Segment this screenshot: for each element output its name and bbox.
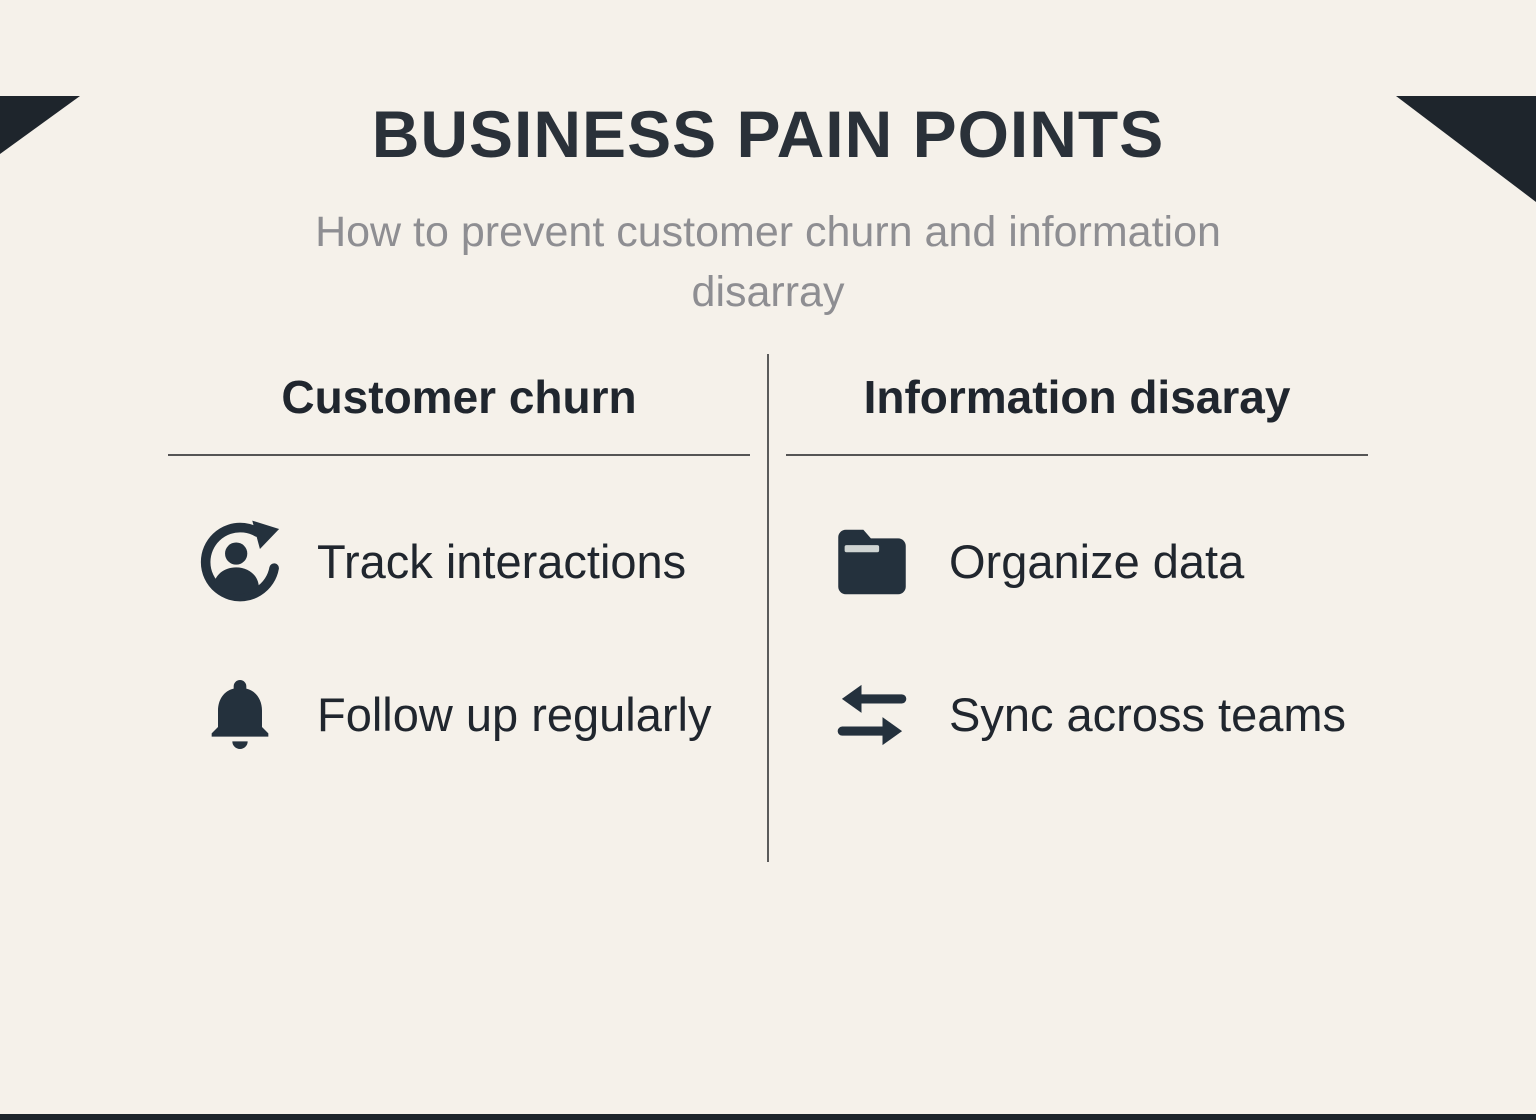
sync-arrows-icon: [824, 667, 919, 762]
list-item-track-interactions: Track interactions: [192, 514, 750, 609]
comparison-columns: Customer churn Track interactions: [168, 354, 1368, 863]
column-header-customer-churn: Customer churn: [281, 371, 637, 424]
infographic-canvas: BUSINESS PAIN POINTS How to prevent cust…: [0, 96, 1536, 1120]
list-item-organize-data: Organize data: [824, 514, 1368, 609]
column-rule-right: [786, 454, 1368, 457]
item-label: Organize data: [949, 535, 1245, 589]
list-item-sync-teams: Sync across teams: [824, 667, 1368, 762]
column-customer-churn: Customer churn Track interactions: [168, 370, 750, 762]
item-label: Track interactions: [317, 535, 687, 589]
column-information-disarray: Information disaray Organize data: [786, 370, 1368, 762]
folder-icon: [824, 514, 919, 609]
user-sync-icon: [192, 514, 287, 609]
item-label: Sync across teams: [949, 688, 1347, 742]
page-subtitle: How to prevent customer churn and inform…: [315, 208, 1221, 317]
bell-icon: [192, 667, 287, 762]
column-header-information-disarray: Information disaray: [863, 371, 1291, 424]
item-list-right: Organize data Sync across teams: [786, 456, 1368, 762]
item-list-left: Track interactions Follow up regularly: [168, 456, 750, 762]
item-label: Follow up regularly: [317, 688, 712, 742]
list-item-follow-up: Follow up regularly: [192, 667, 750, 762]
vertical-divider: [767, 354, 769, 863]
bottom-edge-bar: [0, 1114, 1536, 1120]
page-title: BUSINESS PAIN POINTS: [371, 97, 1165, 171]
column-rule-left: [168, 454, 750, 457]
